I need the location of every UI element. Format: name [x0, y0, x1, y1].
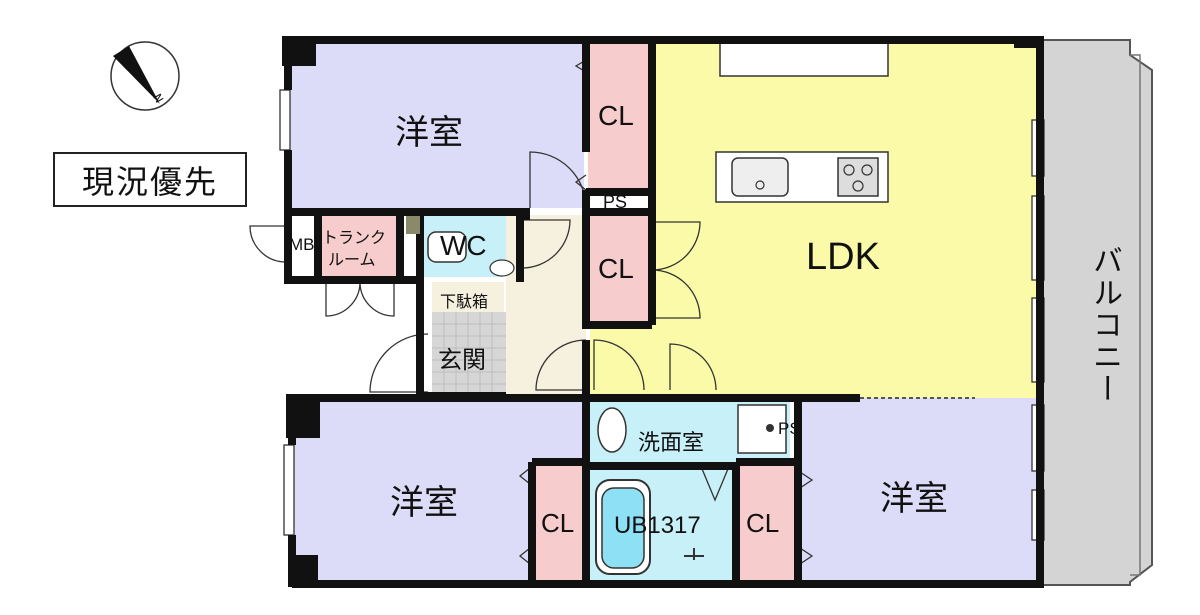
toilet-icon: [427, 231, 515, 277]
entrance-label: 玄関: [438, 346, 486, 374]
ldk-label: LDK: [806, 236, 880, 278]
closet-bottom-left-label: CL: [541, 508, 575, 538]
closet-bottom-right-area: [736, 462, 798, 580]
unit-bath-label: UB1317: [614, 512, 701, 539]
balcony-rail: [1130, 54, 1141, 576]
balcony-area: [1039, 39, 1153, 586]
columns: [282, 36, 1044, 587]
western-room-bottom-left-label: 洋室: [390, 483, 458, 523]
mb-label: MB: [289, 235, 315, 254]
ldk-area: [590, 40, 1040, 398]
western-room-top-label: 洋室: [395, 113, 463, 153]
western-room-top-area: [288, 40, 584, 208]
western-room-bottom-right-label: 洋室: [880, 479, 948, 519]
western-room-bottom-right-area: [798, 398, 1038, 583]
stove-icon: [837, 157, 879, 197]
balcony-label: バルコニー: [1087, 245, 1122, 405]
ps-top-label: PS: [603, 192, 628, 212]
closet-mid-area: [588, 214, 650, 324]
wc-label: WC: [440, 230, 487, 261]
closet-mid-label: CL: [598, 253, 634, 284]
wc-partition: [406, 216, 420, 234]
shoe-box-label: 下駄箱: [440, 292, 489, 311]
closet-bottom-left-area: [536, 462, 584, 580]
closet-top-area: [588, 42, 650, 192]
shoe-box-area: [432, 282, 504, 312]
compass-icon: [110, 41, 180, 111]
entrance-tiles: [432, 312, 506, 394]
closet-top-label: CL: [598, 100, 634, 131]
trunk-room-area: [320, 215, 396, 277]
ps-bottom-label: PS: [778, 419, 801, 438]
washroom-label: 洗面室: [638, 431, 705, 456]
closet-bottom-right-label: CL: [746, 508, 780, 538]
wash-basin-icon: [597, 407, 627, 453]
trunk-room-label-line1: トランク: [322, 228, 387, 247]
mb-area: [288, 218, 316, 276]
trunk-room-label-line2: ルーム: [328, 250, 376, 269]
status-label: 現況優先: [53, 152, 247, 207]
washing-machine-icon: [737, 404, 787, 454]
shower-icon: [684, 548, 704, 560]
sink-icon: [731, 157, 789, 197]
kitchen-hood: [719, 41, 889, 77]
